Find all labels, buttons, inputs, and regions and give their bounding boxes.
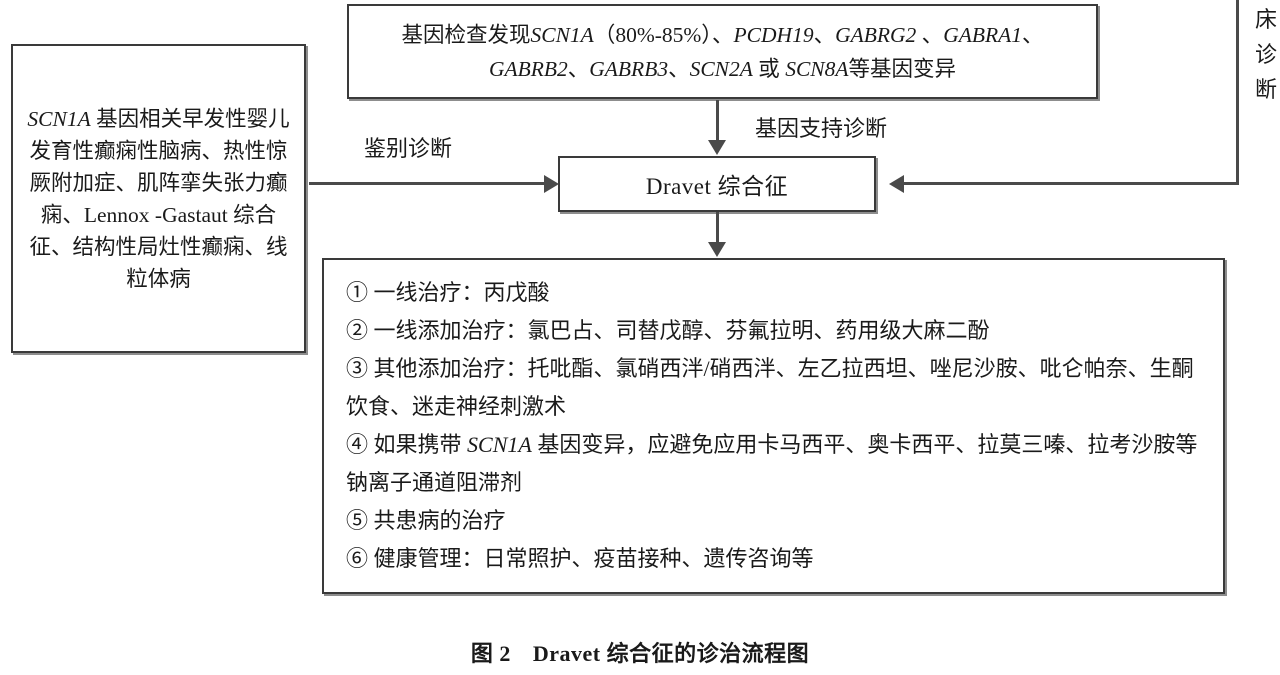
diff-body-post: 综合征、结构性局灶性癫痫、线粒体病 [29, 202, 288, 291]
treatment-item-3: ③ 其他添加治疗：托吡酯、氯硝西泮/硝西泮、左乙拉西坦、唑尼沙胺、吡仑帕奈、生酮… [346, 356, 1194, 419]
gene-gabra1: GABRA1 [943, 22, 1022, 47]
gene-gabrg2: GABRG2 [835, 22, 917, 47]
gene-testing-box: 基因检查发现SCN1A（80%-85%）、PCDH19、GABRG2 、GABR… [347, 4, 1098, 99]
gene-scn1a: SCN1A [530, 22, 594, 47]
gene-gabrb3: GABRB3 [589, 56, 669, 81]
gene-sep-6: 、 [668, 56, 690, 81]
figure-caption-title: Dravet 综合征的诊治流程图 [532, 641, 810, 666]
gene-scn2a: SCN2A [689, 56, 753, 81]
connector-clinical-to-dravet-line [904, 182, 1239, 185]
treatment-plan-box: ① 一线治疗：丙戊酸 ② 一线添加治疗：氯巴占、司替戊醇、芬氟拉明、药用级大麻二… [322, 258, 1225, 594]
treatment-item-4: ④ 如果携带 SCN1A 基因变异，应避免应用卡马西平、奥卡西平、拉莫三嗪、拉考… [346, 426, 1201, 502]
treatment-item-4-gene: SCN1A [467, 432, 532, 457]
connector-differential-to-dravet-line [309, 182, 545, 185]
differential-diagnosis-text: SCN1A 基因相关早发性婴儿发育性癫痫性脑病、热性惊厥附加症、肌阵挛失张力癫痫… [13, 103, 304, 295]
gene-sep-4: 、 [1022, 22, 1044, 47]
diff-lennox-gastaut: Lennox -Gastaut [83, 202, 228, 227]
gene-text-lead: 基因检查发现 [401, 22, 531, 47]
gene-sep-2: 、 [813, 22, 836, 47]
edge-label-gene-support-diagnosis: 基因支持诊断 [755, 116, 888, 141]
gene-conjunction: 或 [752, 56, 786, 81]
treatment-item-4-pre: ④ 如果携带 [346, 432, 468, 457]
diff-lead-gene: SCN1A [27, 106, 91, 131]
connector-gene-to-dravet-line [716, 100, 719, 141]
gene-testing-text: 基因检查发现SCN1A（80%-85%）、PCDH19、GABRG2 、GABR… [391, 18, 1053, 86]
dravet-syndrome-label: Dravet 综合征 [645, 174, 789, 199]
connector-clinical-to-dravet-arrowhead [889, 175, 904, 193]
connector-gene-to-dravet-arrowhead [708, 140, 726, 155]
differential-diagnosis-box: SCN1A 基因相关早发性婴儿发育性癫痫性脑病、热性惊厥附加症、肌阵挛失张力癫痫… [11, 44, 306, 353]
clinical-label-char-1: 床 [1254, 7, 1277, 32]
diff-body-pre: 基因相关早发性婴儿发育性癫痫性脑病、热性惊厥附加症、肌阵挛失张力癫痫、 [29, 106, 290, 227]
connector-differential-to-dravet-arrowhead [544, 175, 559, 193]
gene-gabrb2: GABRB2 [488, 56, 568, 81]
treatment-item-5: ⑤ 共患病的治疗 [346, 508, 506, 533]
treatment-item-4-post: 基因变异，应避免应用卡马西平、奥卡西平、拉莫三嗪、拉考沙胺等钠离子通道阻滞剂 [346, 432, 1198, 495]
figure-caption-number: 图 2 [470, 641, 511, 666]
connector-dravet-to-treatment-line [716, 212, 719, 243]
gene-scn1a-percent: （80%-85%）、 [593, 22, 734, 47]
treatment-item-1: ① 一线治疗：丙戊酸 [346, 280, 550, 305]
gene-pcdh19: PCDH19 [733, 22, 814, 47]
edge-label-differential-diagnosis: 鉴别诊断 [364, 136, 453, 161]
figure-caption: 图 2 Dravet 综合征的诊治流程图 [0, 636, 1280, 668]
gene-sep-5: 、 [567, 56, 590, 81]
connector-clinical-vertical-line [1236, 0, 1239, 185]
connector-dravet-to-treatment-arrowhead [708, 242, 726, 257]
treatment-item-6: ⑥ 健康管理：日常照护、疫苗接种、遗传咨询等 [346, 546, 814, 571]
treatment-item-2: ② 一线添加治疗：氯巴占、司替戊醇、芬氟拉明、药用级大麻二酚 [346, 318, 990, 343]
clinical-diagnosis-vertical-label: 床 诊 断 [1252, 2, 1280, 107]
clinical-label-char-3: 断 [1254, 77, 1277, 102]
gene-text-tail: 等基因变异 [848, 56, 957, 81]
gene-scn8a: SCN8A [785, 56, 849, 81]
clinical-label-char-2: 诊 [1254, 42, 1277, 67]
gene-sep-3: 、 [916, 22, 944, 47]
dravet-syndrome-box: Dravet 综合征 [558, 156, 876, 212]
